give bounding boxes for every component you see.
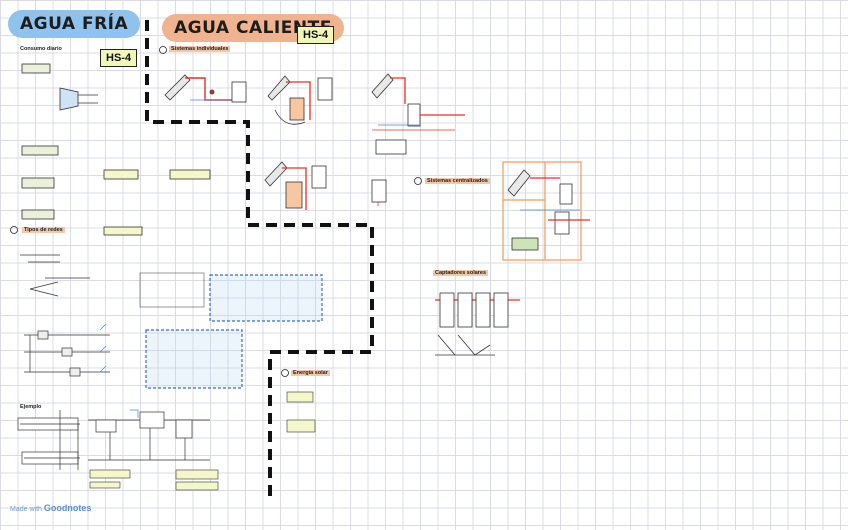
heading-captadores: Captadores solares (433, 270, 489, 276)
goodnotes-watermark: Made with Goodnotes (10, 503, 92, 513)
heading-ejemplo: Ejemplo (20, 404, 42, 410)
heading-sistemas-individuales: Sistemas individuales (169, 46, 231, 52)
hot-hs4-tag: HS-4 (297, 26, 335, 44)
cold-hs4-tag: HS-4 (100, 49, 138, 67)
heading-sistemas-centralizados: Sistemas centralizados (425, 178, 490, 184)
cold-water-title: AGUA FRÍA (8, 10, 141, 38)
heading-energia-solar: Energía solar (291, 370, 330, 376)
heading-tipos-redes: Tipos de redes (22, 227, 65, 233)
heading-consumo: Consumo diario (20, 46, 62, 52)
